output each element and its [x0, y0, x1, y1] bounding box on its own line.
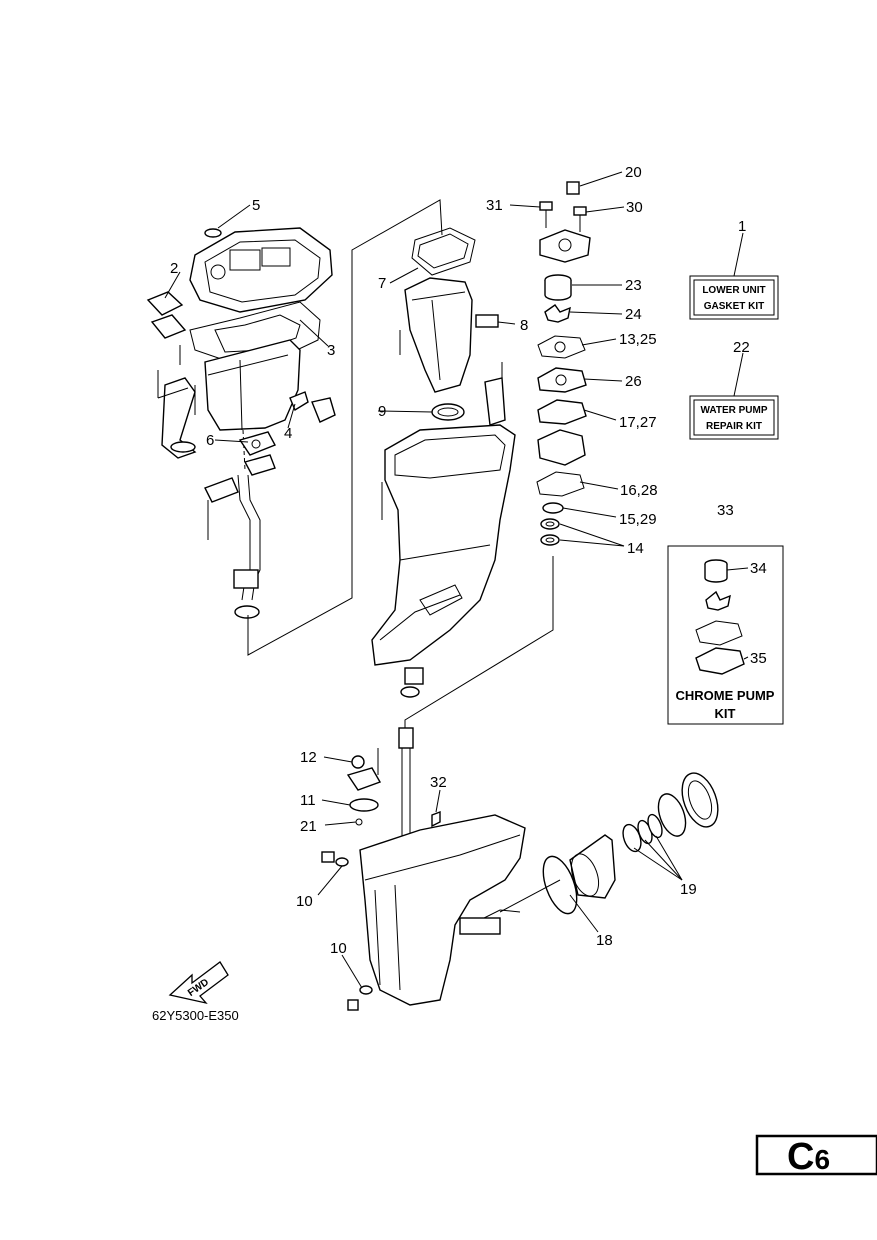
- callout-13-25: 13,25: [619, 331, 657, 348]
- fwd-arrow: FWD: [168, 961, 229, 1005]
- callout-12: 12: [300, 749, 317, 766]
- callout-21: 21: [300, 818, 317, 835]
- callout-6: 6: [206, 432, 214, 449]
- callout-7: 7: [378, 275, 386, 292]
- water-pump-kit-line1: WATER PUMP: [700, 405, 767, 416]
- callout-8: 8: [520, 317, 528, 334]
- callout-1: 1: [738, 218, 746, 235]
- leader-lines: [164, 171, 749, 989]
- page-code-letter: C: [787, 1136, 814, 1178]
- callout-16-28: 16,28: [620, 482, 658, 499]
- callout-34: 34: [750, 560, 767, 577]
- svg-text:C6: C6: [787, 1136, 830, 1178]
- callout-15-29: 15,29: [619, 511, 657, 528]
- water-pump-stack: [404, 181, 591, 728]
- callout-23: 23: [625, 277, 642, 294]
- callout-19: 19: [680, 881, 697, 898]
- callout-17-27: 17,27: [619, 414, 657, 431]
- lower-unit-gasket-kit-box: LOWER UNIT GASKET KIT: [689, 275, 779, 320]
- callout-24: 24: [625, 306, 642, 323]
- lower-unit-kit-line2: GASKET KIT: [704, 301, 765, 312]
- callout-32: 32: [430, 774, 447, 791]
- callout-30: 30: [626, 199, 643, 216]
- callout-22: 22: [733, 339, 750, 356]
- page-code-box: C6: [755, 1134, 877, 1178]
- water-pump-repair-kit-box: WATER PUMP REPAIR KIT: [689, 395, 779, 440]
- callout-33: 33: [717, 502, 734, 519]
- callout-4: 4: [284, 425, 292, 442]
- callout-3: 3: [327, 342, 335, 359]
- callout-11: 11: [300, 792, 316, 809]
- callout-35: 35: [750, 650, 767, 667]
- upper-casing-assembly: [146, 227, 336, 619]
- water-pump-kit-line2: REPAIR KIT: [706, 421, 762, 432]
- callout-20: 20: [625, 164, 642, 181]
- callout-26: 26: [625, 373, 642, 390]
- page-code-number: 6: [814, 1144, 830, 1175]
- chrome-pump-kit-box: CHROME PUMP KIT: [667, 545, 784, 725]
- callout-31: 31: [486, 197, 503, 214]
- assembly-frame-line: [247, 199, 443, 656]
- callout-14: 14: [627, 540, 644, 557]
- chrome-pump-kit-line1: CHROME PUMP: [676, 688, 775, 703]
- callout-18: 18: [596, 932, 613, 949]
- callout-10-lower: 10: [330, 940, 347, 957]
- callout-labels: 5 2 3 4 6 7 8 9 20 31 30 23 24 13,25 26 …: [170, 164, 767, 957]
- lower-unit-kit-line1: LOWER UNIT: [702, 285, 765, 296]
- callout-10-upper: 10: [296, 893, 313, 910]
- callout-5: 5: [252, 197, 260, 214]
- drive-shaft-housing-assembly: [371, 227, 516, 698]
- gearcase-assembly: [321, 727, 719, 1011]
- callout-2: 2: [170, 260, 178, 277]
- callout-9: 9: [378, 403, 386, 420]
- drawing-code: 62Y5300-E350: [152, 1008, 239, 1023]
- chrome-pump-kit-line2: KIT: [715, 706, 736, 721]
